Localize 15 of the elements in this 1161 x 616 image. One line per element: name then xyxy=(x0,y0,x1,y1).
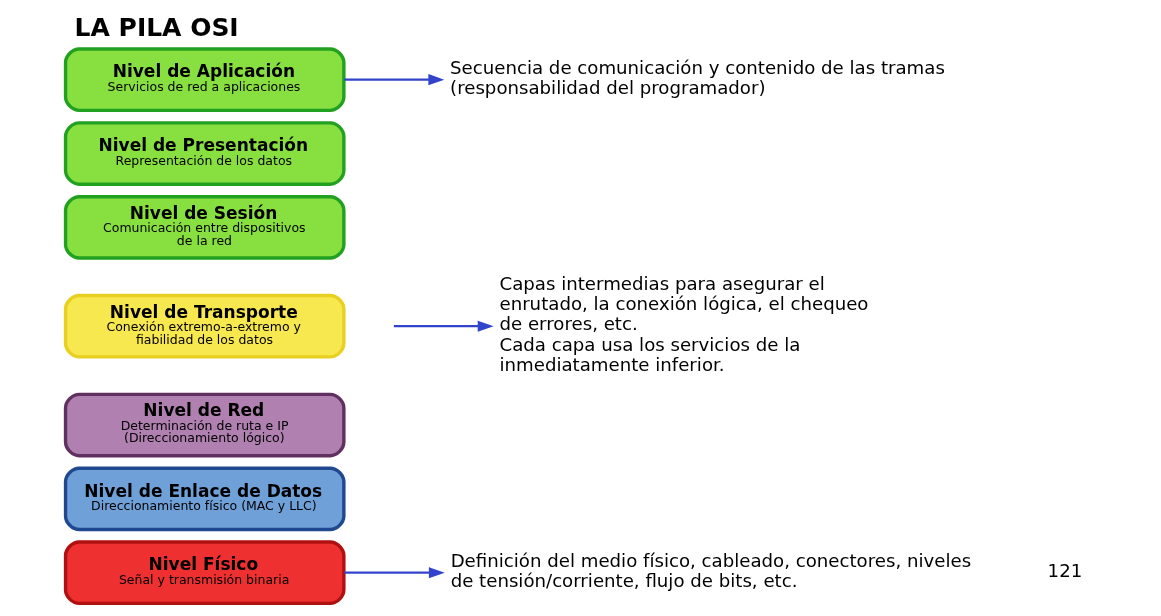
node-box: Nivel de Transporte Conexión extremo-a-extremo y fiabilidad de los datos xyxy=(63,293,346,359)
node-box: Nivel de Aplicación Servicios de red a aplicaciones xyxy=(63,47,346,113)
label: 121 xyxy=(1047,560,1082,581)
node-text: Secuencia de comunicación y contenido de las tramas (responsabilidad del programador) xyxy=(449,56,945,99)
node-text: Definición del medio físico, cableado, conectores, niveles de tensión/corriente, flujo de bits, etc. xyxy=(450,549,971,592)
node-box: Nivel Físico Señal y transmisión binaria xyxy=(63,540,346,606)
arrow xyxy=(343,74,444,86)
node-box: Nivel de Red Determinación de ruta e IP (Direccionamiento lógico) xyxy=(63,392,346,458)
arrow xyxy=(343,567,445,579)
node-box: Nivel de Enlace de Datos Direccionamiento físico (MAC y LLC) xyxy=(63,466,346,532)
node-box: Nivel de Sesión Comunicación entre dispositivos de la red xyxy=(63,194,346,260)
diagram-title: LA PILA OSI xyxy=(74,13,239,43)
node-text: Capas intermedias para asegurar el enrutado, la conexión lógica, el chequeo de errores, etc. Cada capa usa los servicios de la inmediatamente inferior. xyxy=(498,272,868,376)
arrow xyxy=(393,320,494,332)
node-box: Nivel de Presentación Representación de los datos xyxy=(63,121,346,186)
